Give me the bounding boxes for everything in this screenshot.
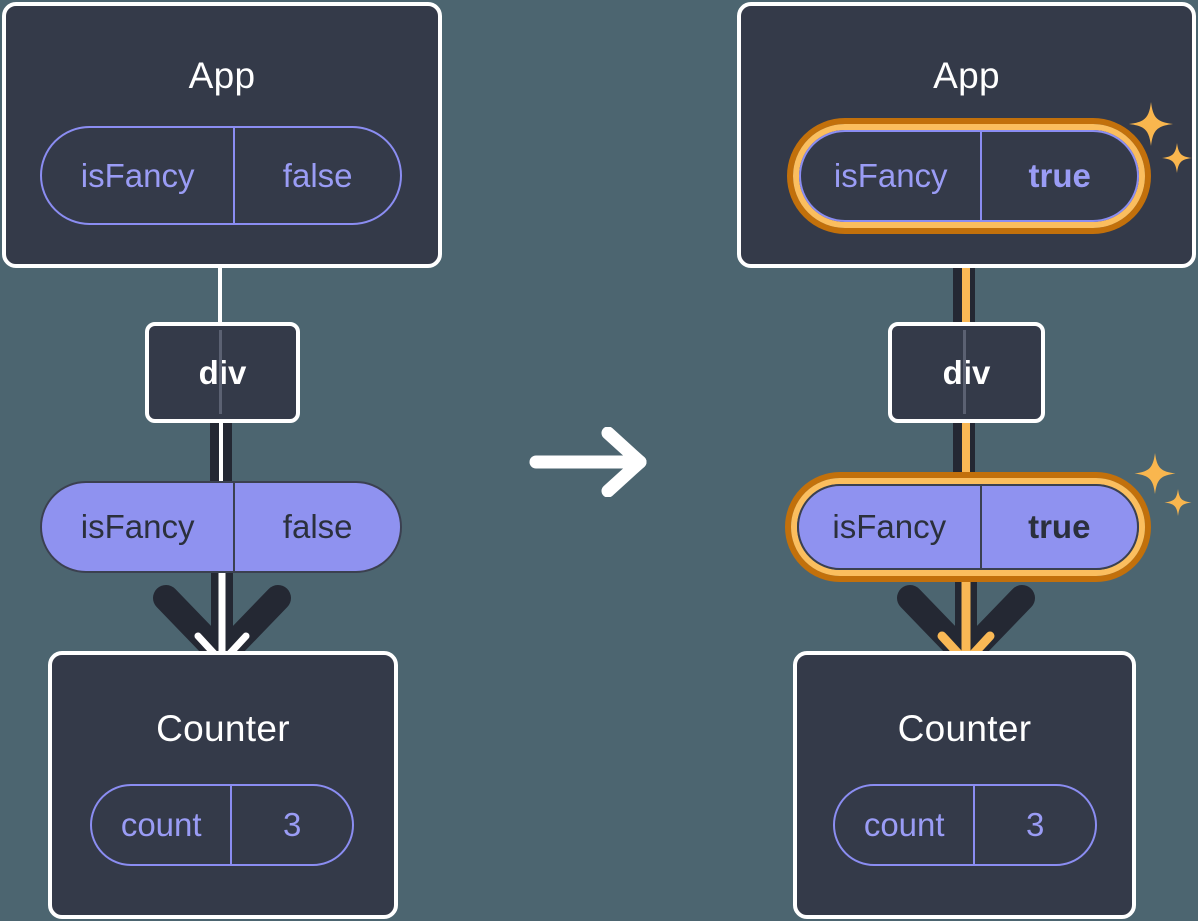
app-state-pill-value-before: false (282, 156, 353, 194)
connector-div-to-pill-core-after (962, 418, 970, 496)
app-state-pill-after[interactable]: isFancy true (799, 130, 1139, 222)
prop-pill-before[interactable]: isFancy false (40, 481, 402, 573)
prop-pill-key-after: isFancy (799, 486, 982, 568)
app-card-title-before: App (188, 55, 256, 96)
app-state-pill-key-after: isFancy (801, 132, 983, 220)
sparkle-icon-app-after (1129, 102, 1192, 173)
prop-pill-value-after: true (1028, 508, 1091, 545)
connector-through-div-after (963, 330, 966, 414)
counter-state-pill-value-after: 3 (1026, 806, 1045, 843)
prop-pill-key-before: isFancy (42, 483, 236, 571)
app-state-pill-key-before: isFancy (42, 128, 236, 223)
transition-right-arrow-icon (529, 427, 647, 497)
connector-app-to-div-core-after (962, 215, 970, 327)
connector-app-to-div-before (218, 265, 222, 325)
connector-through-div-before (219, 330, 222, 414)
sparkle-icon-prop-after (1134, 453, 1192, 516)
app-state-pill-value-after: true (1028, 157, 1091, 194)
app-card-title-after: App (933, 55, 1000, 96)
counter-state-pill-value-before: 3 (283, 806, 302, 843)
div-node-label-after: div (942, 353, 991, 391)
prop-pill-highlight-after (785, 472, 1151, 582)
prop-pill-after[interactable]: isFancy true (797, 484, 1139, 570)
counter-state-pill-key-after: count (835, 786, 976, 864)
prop-pill-value-before: false (282, 508, 353, 545)
counter-state-pill-key-before: count (92, 786, 233, 864)
counter-card-title-after: Counter (897, 708, 1032, 749)
counter-state-pill-after[interactable]: count 3 (833, 784, 1097, 866)
app-state-pill-highlight-after (787, 118, 1151, 234)
counter-card-title-before: Counter (156, 708, 290, 749)
connector-div-to-pill-core-before (219, 418, 223, 496)
div-node-before: div (145, 322, 300, 423)
div-node-after: div (888, 322, 1045, 423)
app-state-pill-before[interactable]: isFancy false (40, 126, 402, 225)
counter-state-pill-before[interactable]: count 3 (90, 784, 354, 866)
div-node-label-before: div (198, 353, 247, 391)
